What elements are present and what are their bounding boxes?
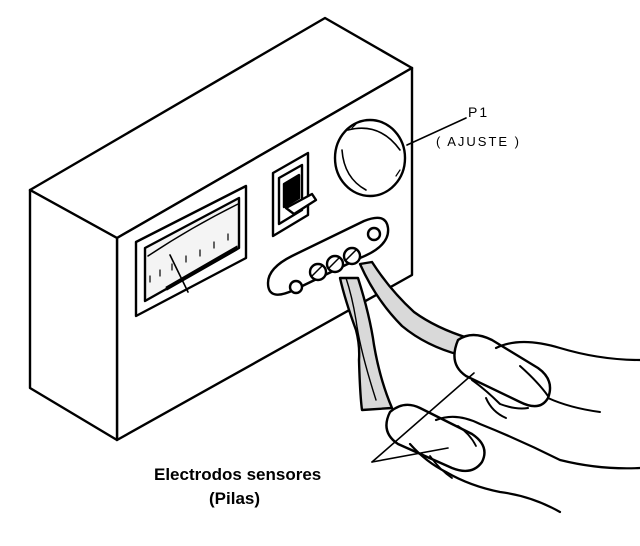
analog-meter [134, 184, 248, 318]
power-switch[interactable] [271, 151, 318, 238]
terminal-plate [266, 216, 390, 296]
electrode-cylinders [385, 333, 552, 473]
p1-label: P1 [468, 104, 490, 120]
hand-upper [471, 340, 640, 419]
ajuste-label: ( AJUSTE ) [436, 134, 522, 149]
pilas-label: (Pilas) [209, 489, 261, 508]
electrode-wires [338, 260, 470, 412]
electrodes-label: Electrodos sensores [154, 465, 322, 484]
label-leaders [371, 117, 475, 463]
p1-adjust-knob[interactable] [333, 118, 407, 198]
hand-lower [408, 415, 640, 514]
